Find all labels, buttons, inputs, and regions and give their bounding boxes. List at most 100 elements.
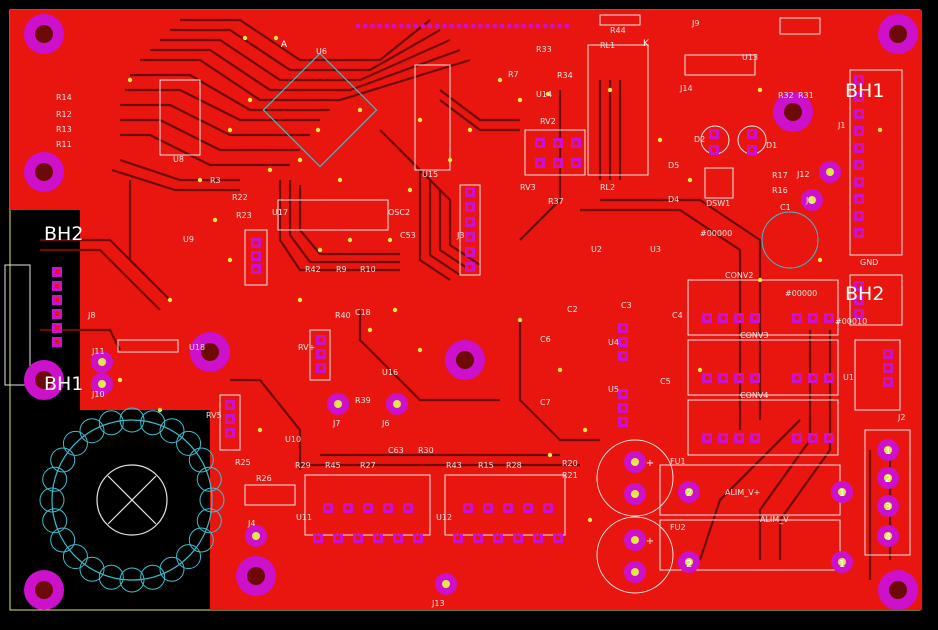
pad: [333, 533, 343, 543]
label-rv-plus: RV+: [298, 343, 315, 352]
rotary-encoder-footprint: [39, 407, 225, 593]
label-r3: R3: [210, 176, 221, 185]
pad: [465, 247, 475, 257]
pad: [225, 414, 235, 424]
via: [447, 157, 453, 163]
header-pin: [499, 23, 505, 29]
label-j1: J1: [837, 121, 845, 130]
via: [607, 87, 613, 93]
pad: [453, 533, 463, 543]
pad: [383, 503, 393, 513]
label-r39: R39: [355, 396, 371, 405]
label-d2: D2: [694, 135, 705, 144]
label-c2: C2: [567, 305, 578, 314]
pad: [363, 503, 373, 513]
header-pin: [427, 23, 433, 29]
header-pin: [535, 23, 541, 29]
pad: [854, 295, 864, 305]
via: [657, 137, 663, 143]
pad: [618, 403, 628, 413]
label-j11: J11: [91, 347, 105, 356]
pad: [465, 232, 475, 242]
label-r25: R25: [235, 458, 251, 467]
pad: [718, 433, 728, 443]
pad: [225, 428, 235, 438]
pad: [251, 238, 261, 248]
label-j2: J2: [897, 413, 905, 422]
pad: [543, 503, 553, 513]
pad: [618, 323, 628, 333]
vias: [117, 35, 883, 523]
label-c5: C5: [660, 377, 671, 386]
label-conv4: CONV4: [740, 391, 768, 400]
pad-number: 4: [885, 532, 891, 543]
pad: [854, 281, 864, 291]
pad: [854, 92, 864, 102]
pad: [316, 335, 326, 345]
label-r33: R33: [536, 45, 552, 54]
pad: [313, 533, 323, 543]
label-u11: U11: [296, 513, 312, 522]
label-j8: J8: [87, 311, 95, 320]
via: [517, 317, 523, 323]
via: [545, 91, 551, 97]
pad: [750, 433, 760, 443]
label-alim-v-minus: ALIM_V-: [760, 515, 791, 524]
label-j5: J5: [805, 196, 813, 205]
pad: [403, 503, 413, 513]
label-u2: U2: [591, 245, 602, 254]
pad: [52, 281, 62, 291]
electrolytic-capacitors: [596, 125, 819, 594]
pad-number: +: [646, 536, 654, 547]
via: [267, 167, 273, 173]
through-hole-pad: [678, 551, 700, 573]
pad: [52, 267, 62, 277]
pad: [465, 202, 475, 212]
pad: [824, 313, 834, 323]
pad: [553, 533, 563, 543]
component-outlines: [4, 14, 911, 571]
via: [242, 35, 248, 41]
pad: [734, 433, 744, 443]
pad: [808, 313, 818, 323]
through-hole-pad: [91, 373, 113, 395]
pad: [854, 309, 864, 319]
label-d4: D4: [668, 195, 679, 204]
pad: [251, 251, 261, 261]
pad: [343, 503, 353, 513]
copper-pour: [9, 9, 922, 611]
label-u8: U8: [173, 155, 184, 164]
label-conv2: CONV2: [725, 271, 753, 280]
pad: [883, 349, 893, 359]
pad: [854, 228, 864, 238]
label-r42: R42: [305, 265, 321, 274]
label-rv3: RV3: [520, 183, 536, 192]
via: [317, 247, 323, 253]
mounting-hole: [24, 570, 64, 610]
label-rl2: RL2: [600, 183, 615, 192]
pad-number: 1: [885, 446, 891, 457]
through-hole-pad: [624, 529, 646, 551]
label-c3: C3: [621, 301, 632, 310]
pad: [854, 211, 864, 221]
label-d5: D5: [668, 161, 679, 170]
label-u17: U17: [272, 208, 288, 217]
header-pin: [557, 23, 562, 29]
pad-number: 2: [885, 474, 891, 485]
label-r29: R29: [295, 461, 311, 470]
label-c6: C6: [540, 335, 551, 344]
pad: [463, 503, 473, 513]
label-r26: R26: [256, 474, 272, 483]
mounting-hole-labels: BH1 BH2 BH2 BH1: [44, 80, 884, 395]
label-u16: U16: [382, 368, 398, 377]
label-r15: R15: [478, 461, 494, 470]
pad: [709, 129, 719, 139]
header-pin: [413, 23, 418, 29]
label-c18: C18: [355, 308, 371, 317]
mounting-hole-label: BH2: [845, 283, 884, 305]
mounting-hole: [24, 152, 64, 192]
via: [757, 277, 763, 283]
via: [697, 367, 703, 373]
anode-label: A: [281, 40, 288, 50]
label-u1: U1: [843, 373, 854, 382]
